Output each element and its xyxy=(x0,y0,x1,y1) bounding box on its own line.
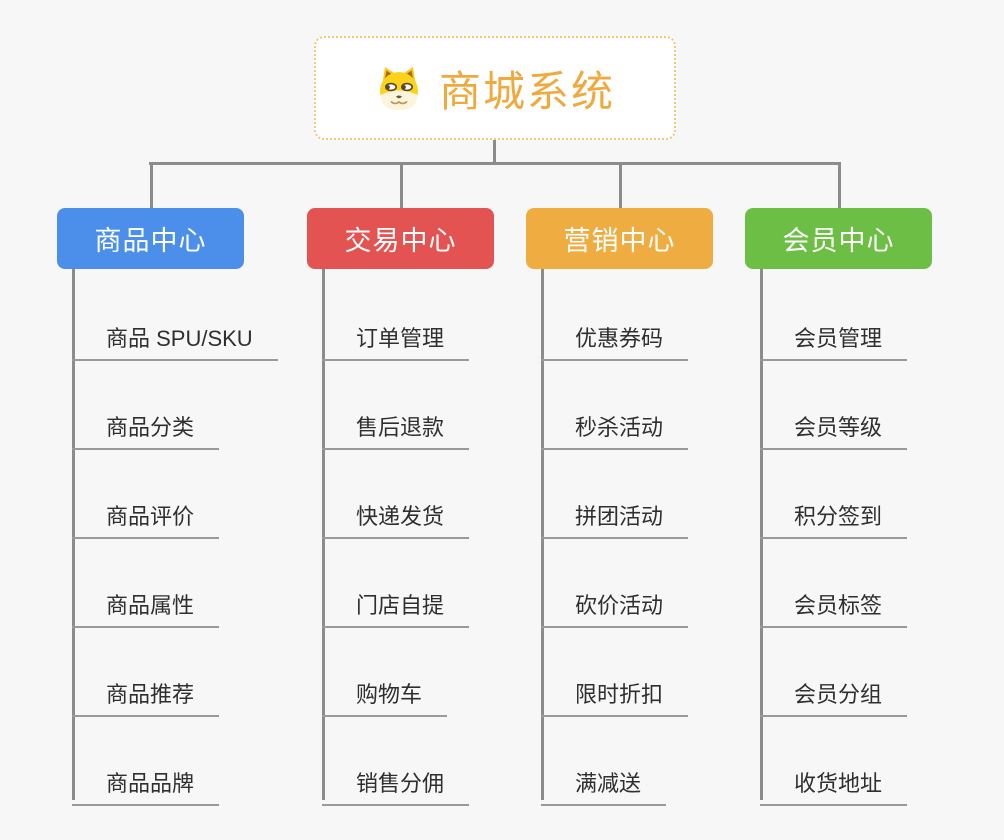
branch-node-2[interactable]: 营销中心 xyxy=(526,208,713,269)
leaf-label: 会员管理 xyxy=(794,326,883,351)
dog-face-icon xyxy=(379,67,418,110)
connector-trunk xyxy=(541,269,544,800)
leaf-node[interactable]: 会员管理 xyxy=(760,311,908,361)
leaf-node[interactable]: 会员标签 xyxy=(760,578,908,628)
connector-branch-drop xyxy=(400,162,403,208)
connector-root-drop xyxy=(493,140,496,165)
connector-trunk xyxy=(72,269,75,800)
connector-trunk xyxy=(322,269,325,800)
leaf-label: 拼团活动 xyxy=(575,504,664,529)
leaf-label: 积分签到 xyxy=(794,504,883,529)
leaf-label: 快递发货 xyxy=(356,504,445,529)
connector-trunk xyxy=(760,269,763,800)
leaf-label: 销售分佣 xyxy=(356,771,445,796)
branch-node-0[interactable]: 商品中心 xyxy=(57,208,244,269)
leaf-label: 商品属性 xyxy=(106,593,195,618)
leaf-label: 满减送 xyxy=(575,771,642,796)
leaf-label: 商品分类 xyxy=(106,415,195,440)
connector-branch-drop xyxy=(838,162,841,208)
leaf-label: 商品 SPU/SKU xyxy=(106,326,253,351)
root-title: 商城系统 xyxy=(438,67,615,115)
leaf-label: 订单管理 xyxy=(356,326,445,351)
leaf-label: 会员标签 xyxy=(794,593,883,618)
leaf-label: 会员等级 xyxy=(794,415,883,440)
leaf-label: 会员分组 xyxy=(794,682,883,707)
leaf-node[interactable]: 购物车 xyxy=(322,667,448,717)
leaf-label: 商品评价 xyxy=(106,504,195,529)
leaf-node[interactable]: 商品属性 xyxy=(72,578,220,628)
leaf-label: 商品品牌 xyxy=(106,771,195,796)
leaf-label: 商品推荐 xyxy=(106,682,195,707)
root-node[interactable]: 商城系统 xyxy=(314,36,676,140)
branch-label: 营销中心 xyxy=(563,226,676,256)
leaf-label: 收货地址 xyxy=(794,771,883,796)
branch-label: 会员中心 xyxy=(782,226,895,256)
leaf-node[interactable]: 商品品牌 xyxy=(72,756,220,806)
leaf-node[interactable]: 优惠券码 xyxy=(541,311,689,361)
leaf-node[interactable]: 收货地址 xyxy=(760,756,908,806)
leaf-node[interactable]: 秒杀活动 xyxy=(541,400,689,450)
leaf-node[interactable]: 砍价活动 xyxy=(541,578,689,628)
leaf-node[interactable]: 商品 SPU/SKU xyxy=(72,311,278,361)
leaf-node[interactable]: 拼团活动 xyxy=(541,489,689,539)
connector-rail xyxy=(149,162,840,165)
leaf-node[interactable]: 销售分佣 xyxy=(322,756,470,806)
branch-label: 交易中心 xyxy=(344,226,457,256)
leaf-label: 售后退款 xyxy=(356,415,445,440)
branch-node-1[interactable]: 交易中心 xyxy=(307,208,494,269)
leaf-node[interactable]: 会员等级 xyxy=(760,400,908,450)
leaf-node[interactable]: 积分签到 xyxy=(760,489,908,539)
leaf-label: 秒杀活动 xyxy=(575,415,664,440)
leaf-node[interactable]: 会员分组 xyxy=(760,667,908,717)
branch-label: 商品中心 xyxy=(94,226,207,256)
leaf-label: 门店自提 xyxy=(356,593,445,618)
leaf-node[interactable]: 商品分类 xyxy=(72,400,220,450)
leaf-node[interactable]: 订单管理 xyxy=(322,311,470,361)
leaf-node[interactable]: 商品评价 xyxy=(72,489,220,539)
leaf-node[interactable]: 售后退款 xyxy=(322,400,470,450)
connector-branch-drop xyxy=(150,162,153,208)
connector-branch-drop xyxy=(619,162,622,208)
leaf-node[interactable]: 门店自提 xyxy=(322,578,470,628)
leaf-label: 购物车 xyxy=(356,682,423,707)
leaf-label: 砍价活动 xyxy=(575,593,664,618)
leaf-label: 限时折扣 xyxy=(575,682,664,707)
leaf-label: 优惠券码 xyxy=(575,326,664,351)
leaf-node[interactable]: 快递发货 xyxy=(322,489,470,539)
leaf-node[interactable]: 满减送 xyxy=(541,756,667,806)
branch-node-3[interactable]: 会员中心 xyxy=(745,208,932,269)
leaf-node[interactable]: 限时折扣 xyxy=(541,667,689,717)
leaf-node[interactable]: 商品推荐 xyxy=(72,667,220,717)
